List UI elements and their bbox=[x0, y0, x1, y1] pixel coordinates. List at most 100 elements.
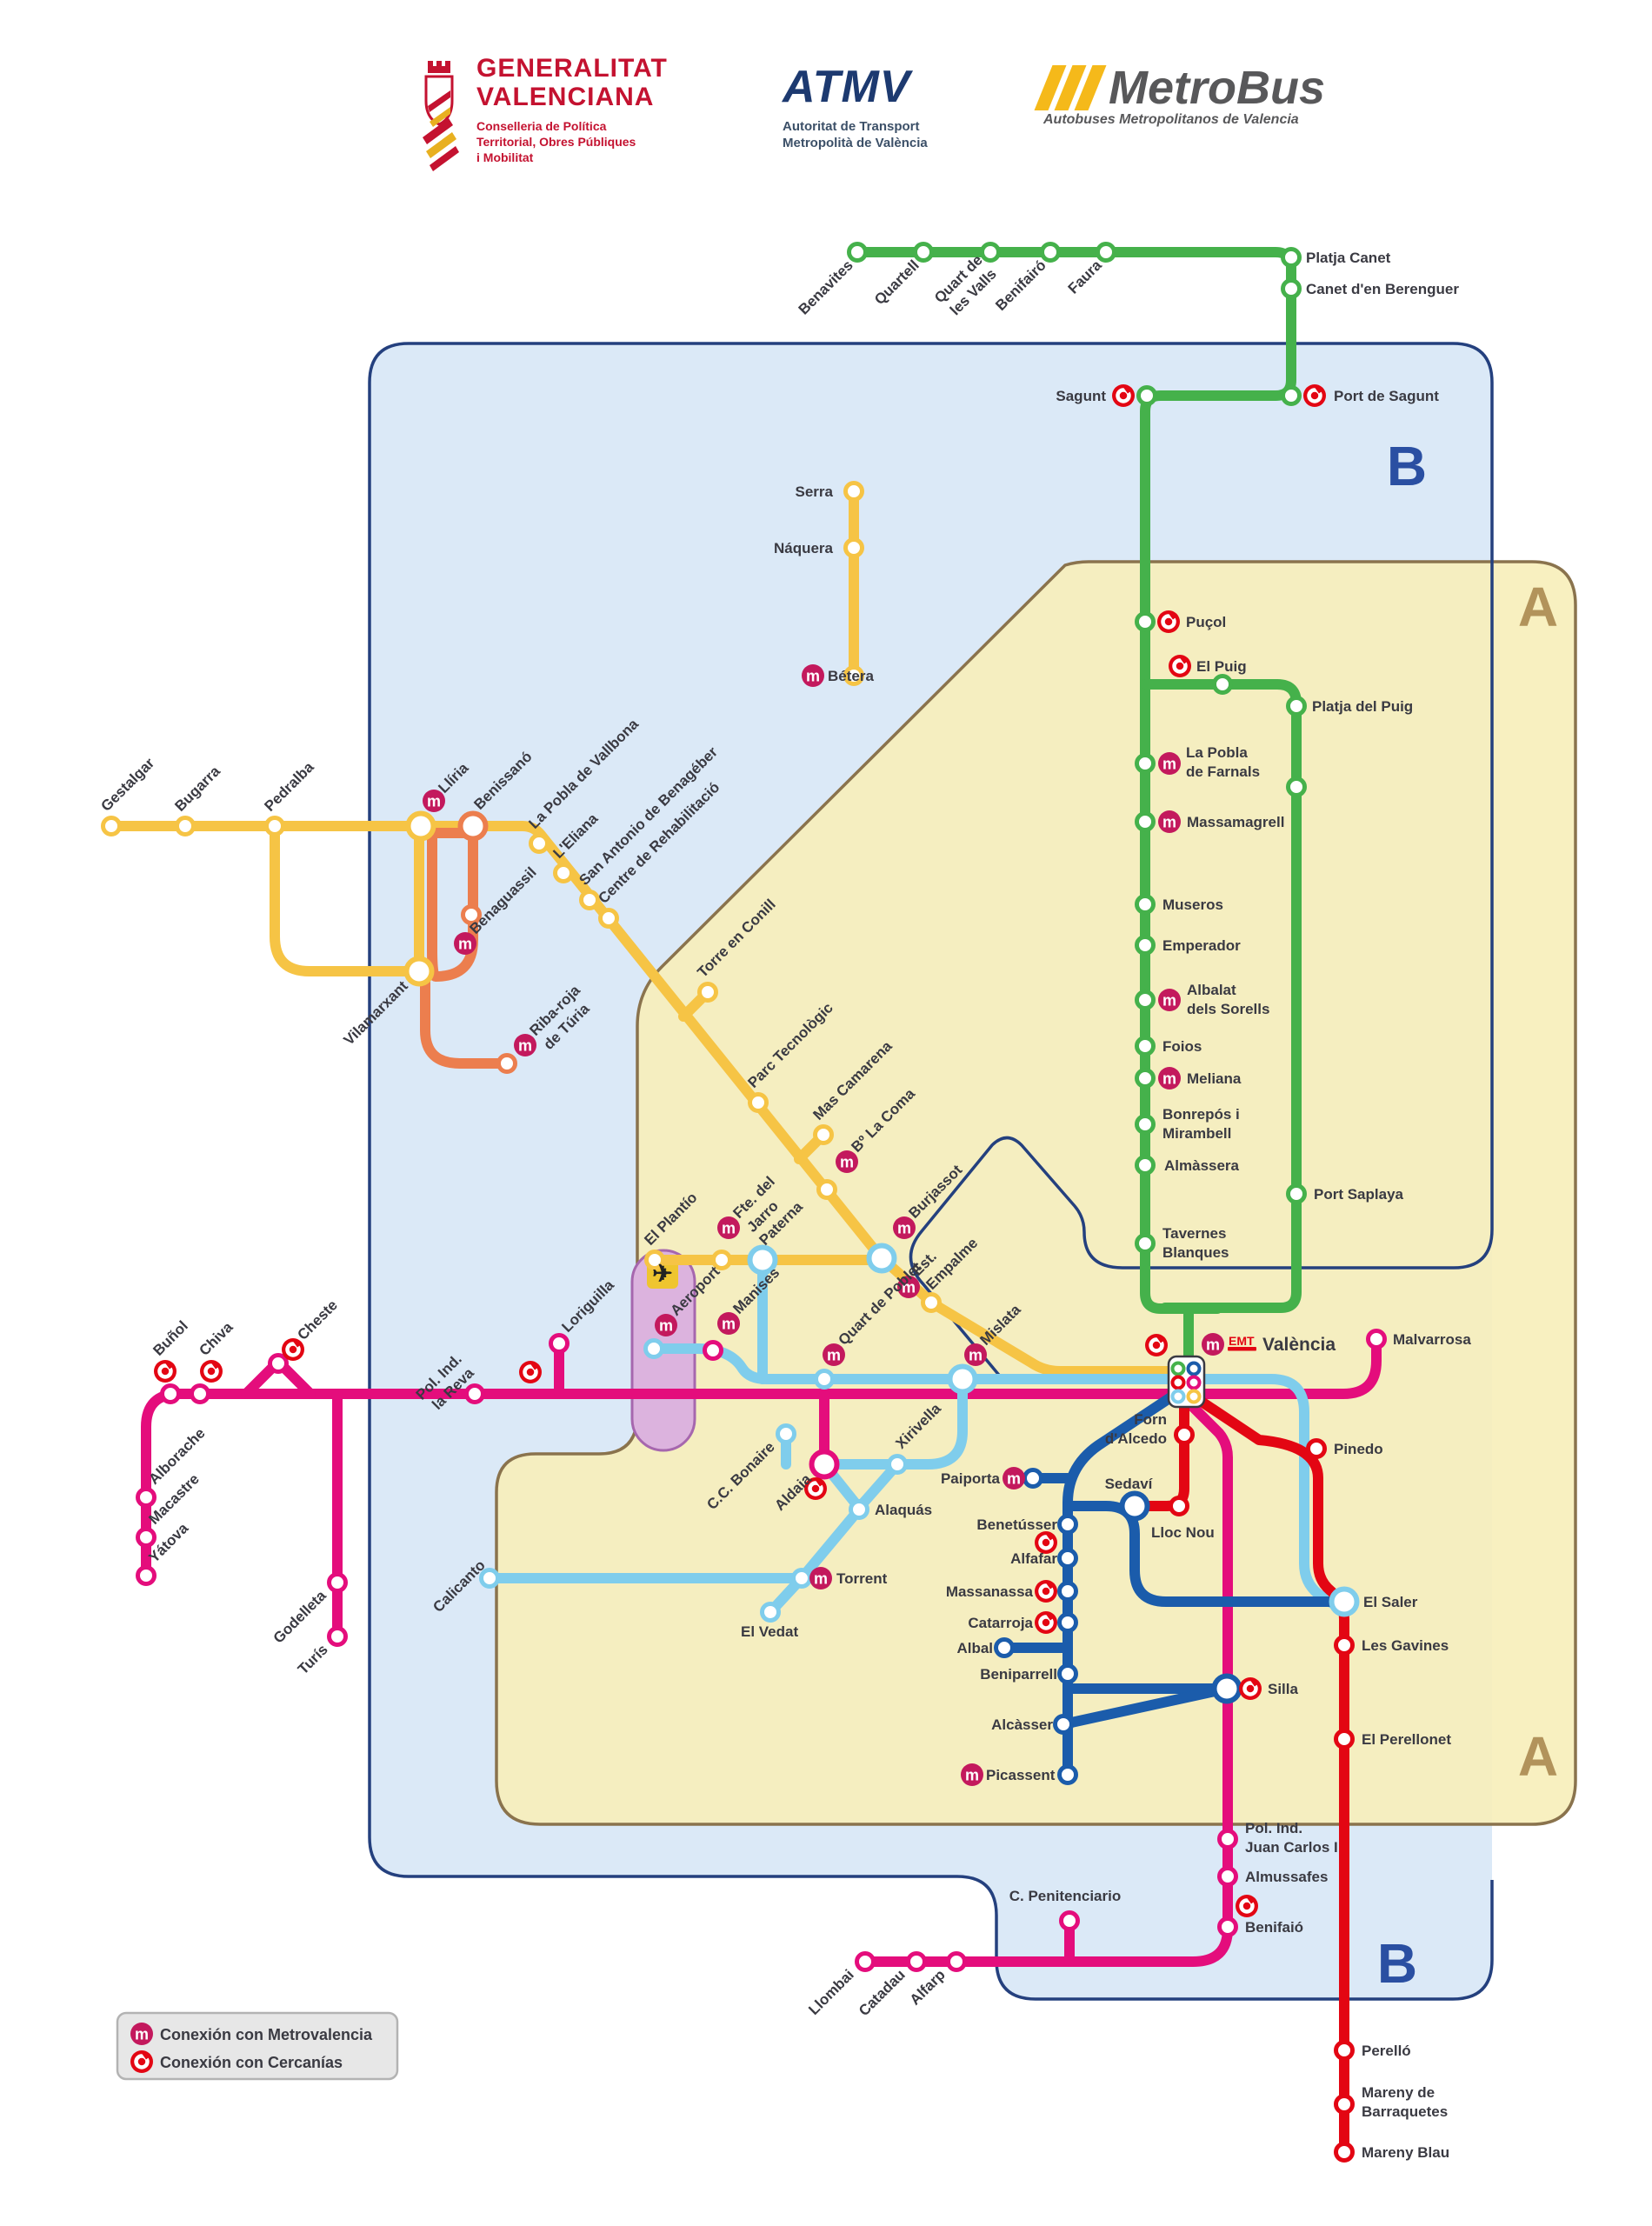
station-parc-tecnologic bbox=[748, 1092, 769, 1113]
cercanias-icon-el-puig bbox=[1179, 655, 1189, 664]
cercanias-icon-sagunt bbox=[1112, 384, 1135, 407]
station-xirivella bbox=[887, 1454, 908, 1475]
line-cyan bbox=[819, 1374, 968, 1470]
station-alborache bbox=[136, 1487, 157, 1508]
cercanias-icon-benetusser bbox=[1045, 1531, 1055, 1541]
station-centre-de-rehabilitacio bbox=[598, 908, 619, 929]
map-label: Sedaví bbox=[1105, 1476, 1154, 1492]
hub-line-ring bbox=[1186, 1389, 1202, 1404]
line-yellow bbox=[270, 821, 424, 976]
map-label: Alfafar bbox=[1010, 1550, 1057, 1567]
map-label: Mareny Blau bbox=[1362, 2144, 1449, 2161]
metro-icon-la-pobla-farnals bbox=[1158, 752, 1181, 775]
station-paiporta bbox=[1023, 1468, 1043, 1489]
metro-icon-valencia bbox=[1202, 1333, 1224, 1356]
map-label: C. Penitenciario bbox=[1009, 1888, 1121, 1904]
map-label: Bétera bbox=[828, 668, 874, 684]
metro-icon-meliana bbox=[1158, 1067, 1181, 1090]
cercanias-icon-pol-ind-la-reva bbox=[523, 1364, 538, 1380]
metro-icon-manises bbox=[717, 1312, 740, 1335]
metrobus-subtitle: Autobuses Metropolitanos de Valencia bbox=[1043, 112, 1299, 127]
station-port-de-sagunt bbox=[1281, 385, 1302, 406]
station-massamagrell bbox=[1135, 811, 1156, 832]
map-label: Buñol bbox=[150, 1317, 190, 1358]
station-tavernes-blanques bbox=[1135, 1233, 1156, 1254]
map-label: El Puig bbox=[1196, 658, 1247, 675]
station-naquera bbox=[843, 537, 864, 558]
map-label: Meliana bbox=[1187, 1070, 1242, 1087]
cercanias-icon-port-sagunt bbox=[1307, 388, 1322, 403]
station-canet-den-berenguer bbox=[1281, 278, 1302, 299]
station-yatova bbox=[136, 1565, 157, 1586]
map-label: El Perellonet bbox=[1362, 1731, 1451, 1748]
map-label: Sagunt bbox=[1056, 388, 1106, 404]
cercanias-icon-pucol bbox=[1157, 610, 1180, 633]
station-bonrepos-i-mirambell bbox=[1135, 1114, 1156, 1135]
cercanias-icon-valencia bbox=[1156, 1334, 1165, 1343]
metro-icon-riba-roja: m bbox=[518, 1037, 532, 1055]
station-pedralba bbox=[264, 816, 285, 836]
cercanias-icon-el-puig bbox=[1169, 655, 1191, 677]
metro-icon-mislata bbox=[964, 1343, 987, 1366]
generalitat-logo: GENERALITAT VALENCIANA Conselleria de Po… bbox=[416, 54, 668, 176]
generalitat-shield-icon bbox=[423, 61, 459, 171]
metro-icon-valencia: m bbox=[1206, 1336, 1220, 1354]
station-fte-del-jarro bbox=[711, 1250, 732, 1270]
metro-icon-est-empalme: m bbox=[902, 1279, 916, 1296]
gv-title-line2: VALENCIANA bbox=[476, 83, 655, 111]
cercanias-icon-benifaio bbox=[1239, 1898, 1255, 1914]
cercanias-icon-massanassa bbox=[1045, 1580, 1055, 1590]
cercanias-icon-port-sagunt bbox=[1314, 384, 1323, 394]
cercanias-icon-aldaia bbox=[815, 1477, 824, 1487]
metro-icon-albalat: m bbox=[1162, 992, 1176, 1010]
map-label: València bbox=[1262, 1335, 1336, 1355]
station-museros bbox=[1135, 894, 1156, 915]
metro-icon-aeroport bbox=[655, 1314, 677, 1336]
metro-icon-torrent bbox=[809, 1567, 832, 1590]
metro-icon-fte-del-jarro: m bbox=[722, 1220, 736, 1237]
cercanias-icon-cheste bbox=[282, 1338, 304, 1361]
metro-icon-legend bbox=[130, 2023, 153, 2045]
map-label: Platja del Puig bbox=[1312, 698, 1413, 715]
map-label: Náquera bbox=[774, 540, 834, 556]
cercanias-icon-massanassa bbox=[1038, 1583, 1054, 1599]
station-pol-ind-la-reva bbox=[464, 1383, 485, 1404]
station-meliana bbox=[1135, 1068, 1156, 1089]
metro-icon-paiporta bbox=[1003, 1467, 1025, 1490]
station-foios bbox=[1135, 1036, 1156, 1056]
map-label: Massamagrell bbox=[1187, 814, 1284, 830]
cercanias-icon-valencia bbox=[1145, 1334, 1168, 1356]
line-green bbox=[1140, 679, 1302, 1313]
map-label: Beniparrell bbox=[980, 1666, 1057, 1683]
station-loriguilla bbox=[549, 1333, 570, 1354]
station-almassera bbox=[1135, 1155, 1156, 1176]
station-san-antonio-de-benageber bbox=[579, 890, 600, 910]
metrobus-logo: MetroBus Autobuses Metropolitanos de Val… bbox=[1034, 64, 1325, 128]
station-bugarra bbox=[175, 816, 196, 836]
map-label: Alcàsser bbox=[991, 1716, 1053, 1733]
station-almussafes bbox=[1217, 1866, 1238, 1887]
station-el-saler bbox=[1329, 1586, 1360, 1617]
map-label: Perelló bbox=[1362, 2043, 1411, 2059]
station-burjassot bbox=[866, 1243, 897, 1274]
station-aeroport bbox=[643, 1338, 664, 1359]
station-pucol bbox=[1135, 611, 1156, 632]
station-forn-dalcedo bbox=[1174, 1424, 1195, 1445]
hub-line-ring bbox=[1186, 1375, 1202, 1390]
map-label: Faura bbox=[1065, 257, 1106, 297]
map-label: Conexión con Metrovalencia bbox=[160, 2026, 373, 2043]
cercanias-icon-silla bbox=[1239, 1677, 1262, 1700]
station-godelleta bbox=[327, 1572, 348, 1593]
station-el-perellonet bbox=[1334, 1729, 1355, 1749]
station-torrent bbox=[791, 1568, 812, 1589]
gv-sub-line1: Conselleria de Política bbox=[476, 119, 607, 133]
station-emperador bbox=[1135, 935, 1156, 956]
map-label: Benavites bbox=[796, 257, 856, 317]
station-platja-canet bbox=[1281, 247, 1302, 268]
cercanias-icon-chiva bbox=[203, 1363, 219, 1379]
map-label: A bbox=[1518, 1725, 1558, 1788]
station-macastre bbox=[136, 1527, 157, 1548]
cercanias-icon-catarroja bbox=[1038, 1615, 1054, 1630]
hub-line-ring bbox=[1186, 1361, 1202, 1376]
